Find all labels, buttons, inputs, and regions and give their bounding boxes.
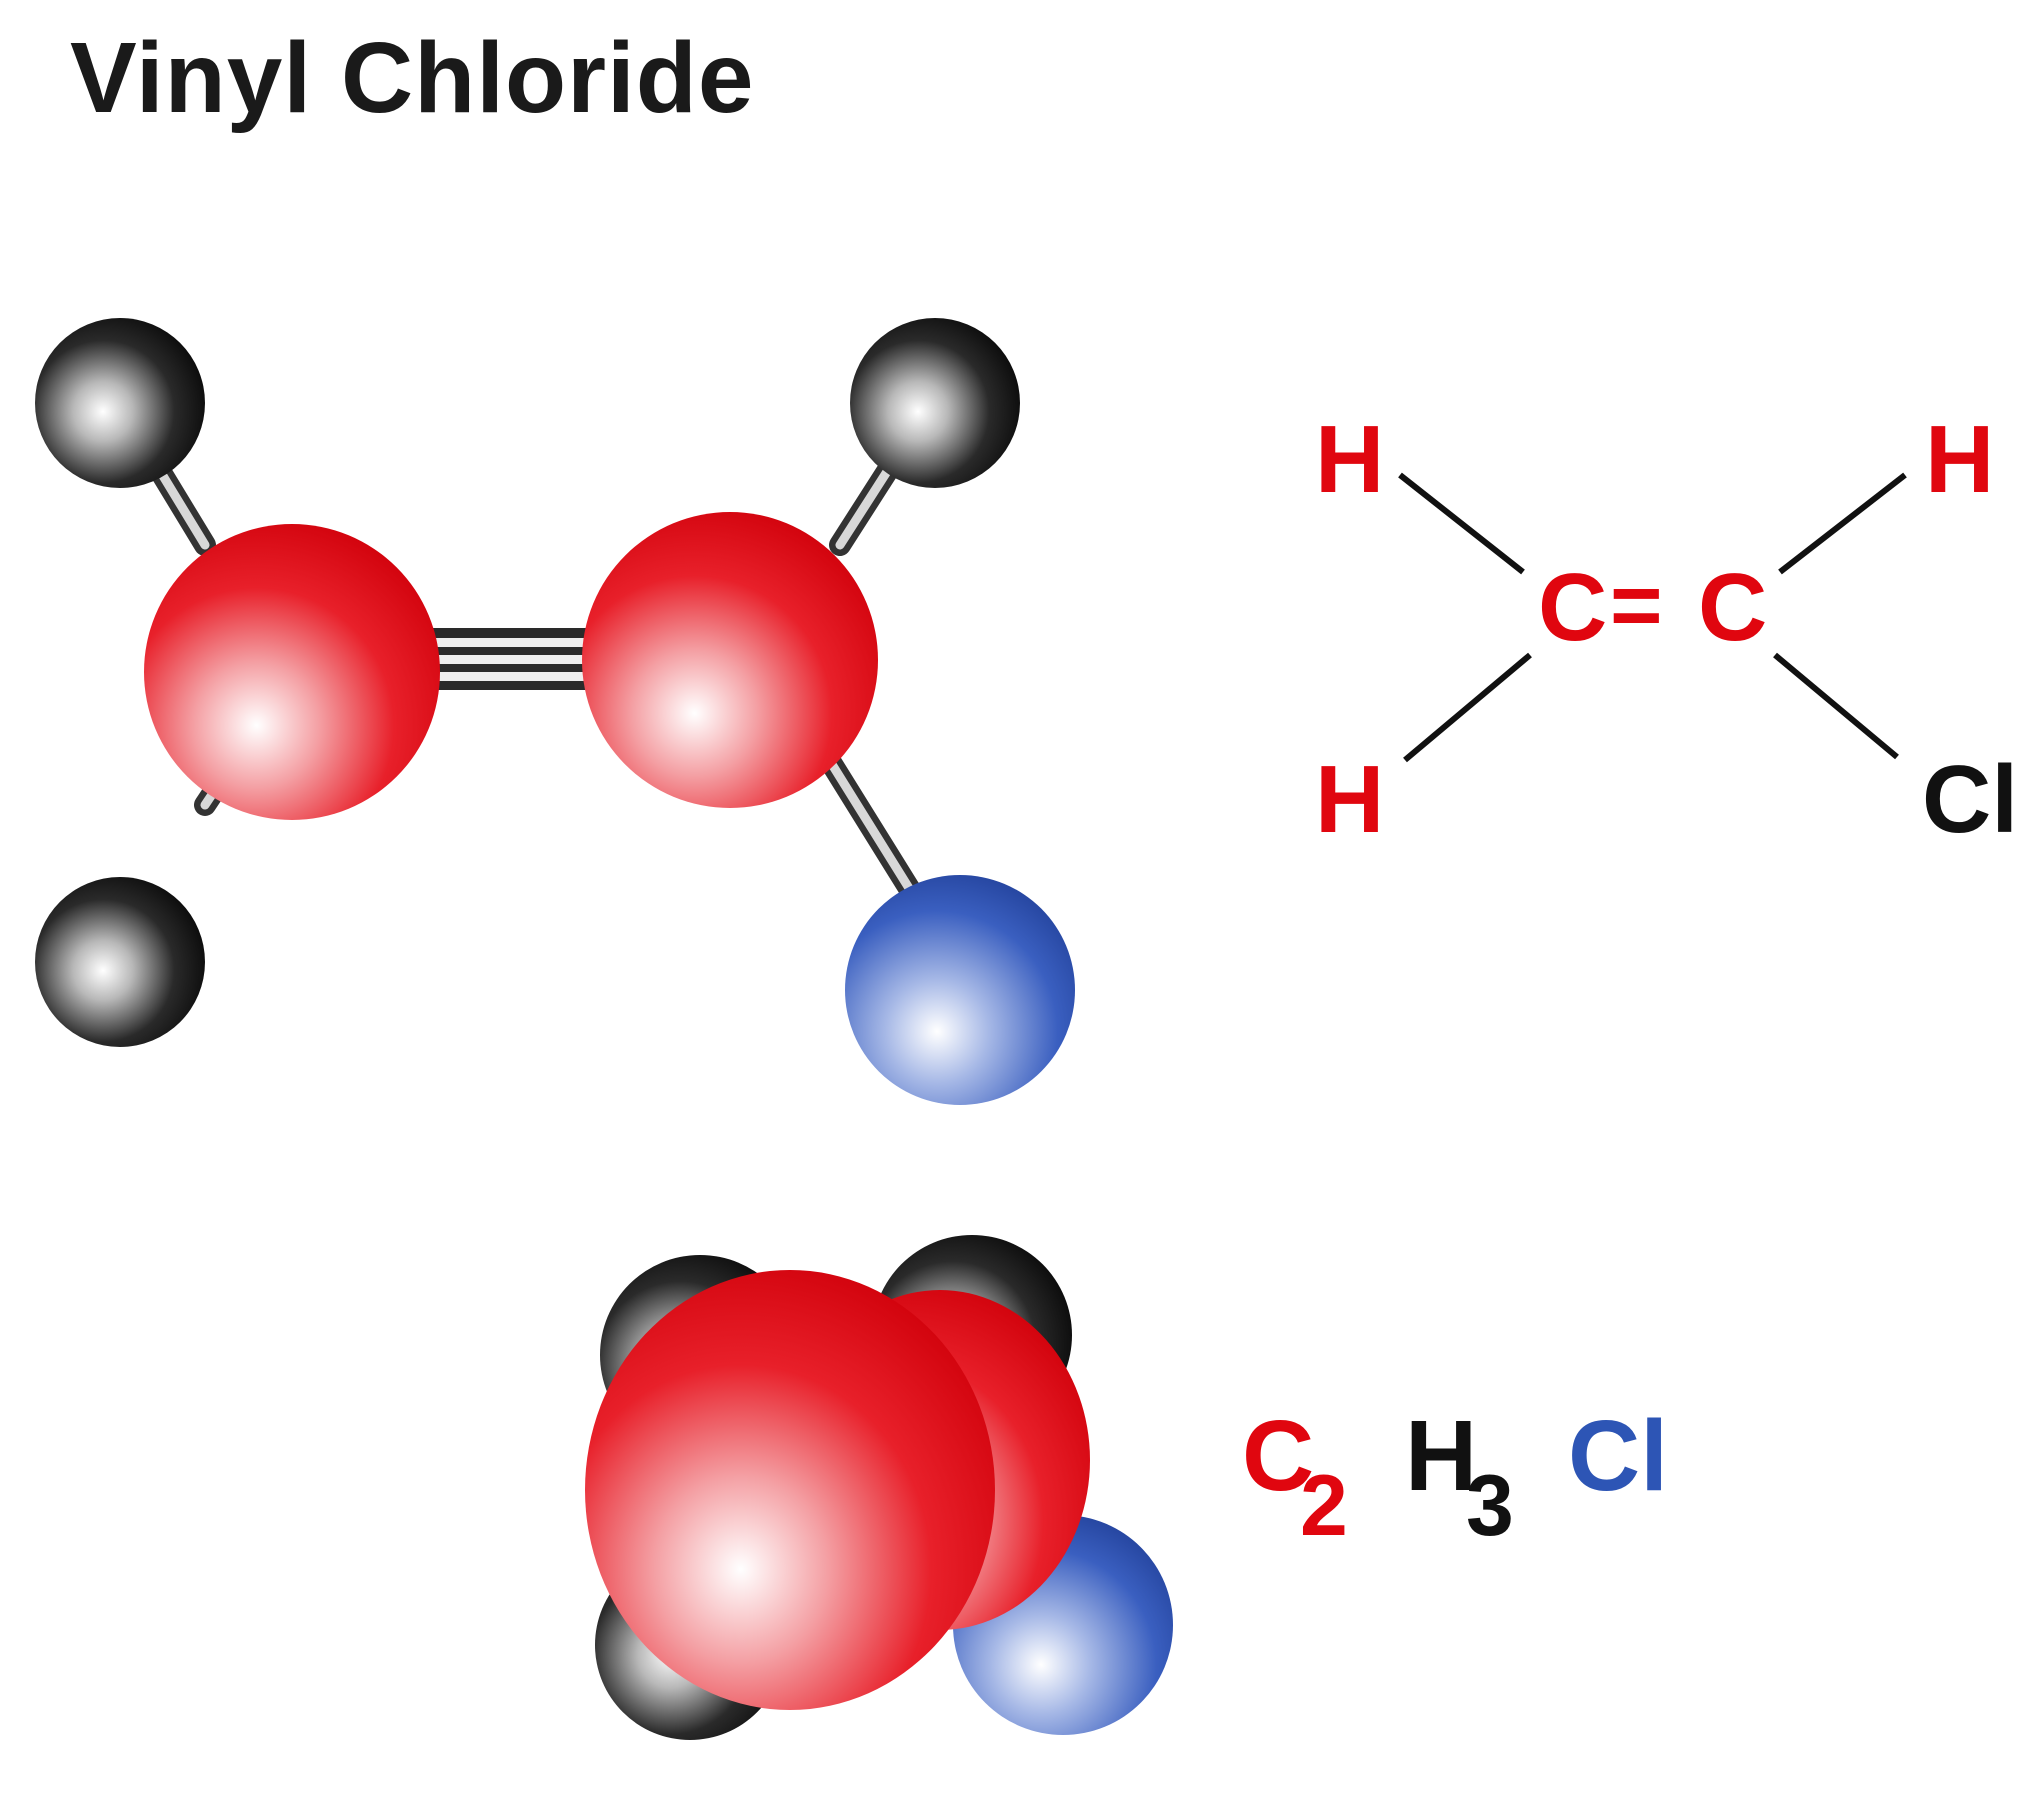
hydrogen-atom-top-left bbox=[35, 318, 205, 488]
hydrogen-atom-top-right bbox=[850, 318, 1020, 488]
h-label-top-right: H bbox=[1925, 406, 1994, 513]
bond-line-top-left bbox=[1398, 472, 1525, 575]
bond-line-bottom-left bbox=[1403, 652, 1532, 763]
bond-line-bottom-right bbox=[1773, 652, 1899, 760]
cl-label: Cl bbox=[1922, 746, 2018, 853]
carbon-sphere-left bbox=[585, 1270, 995, 1710]
molecular-formula: C 2 H 3 Cl bbox=[1242, 1400, 1668, 1554]
hydrogen-atom-bottom-left bbox=[35, 877, 205, 1047]
space-filling-model bbox=[585, 1235, 1173, 1740]
structural-formula: H H H Cl C = C bbox=[1315, 406, 2018, 853]
carbon-label-left: C bbox=[1538, 554, 1607, 661]
formula-carbon: C bbox=[1242, 1400, 1314, 1512]
double-bond-label: = bbox=[1610, 556, 1663, 656]
chlorine-atom bbox=[845, 875, 1075, 1105]
carbon-atom-left bbox=[144, 524, 440, 820]
h-label-bottom-left: H bbox=[1315, 746, 1384, 853]
formula-chlorine: Cl bbox=[1568, 1400, 1668, 1512]
formula-carbon-count: 2 bbox=[1300, 1458, 1348, 1554]
carbon-atom-right bbox=[582, 512, 878, 808]
h-label-top-left: H bbox=[1315, 406, 1384, 513]
formula-hydrogen: H bbox=[1405, 1400, 1477, 1512]
ball-and-stick-model bbox=[35, 318, 1075, 1105]
formula-hydrogen-count: 3 bbox=[1466, 1458, 1514, 1554]
carbon-label-right: C bbox=[1698, 554, 1767, 661]
page-title: Vinyl Chloride bbox=[70, 22, 755, 134]
bond-line-top-right bbox=[1778, 472, 1907, 575]
